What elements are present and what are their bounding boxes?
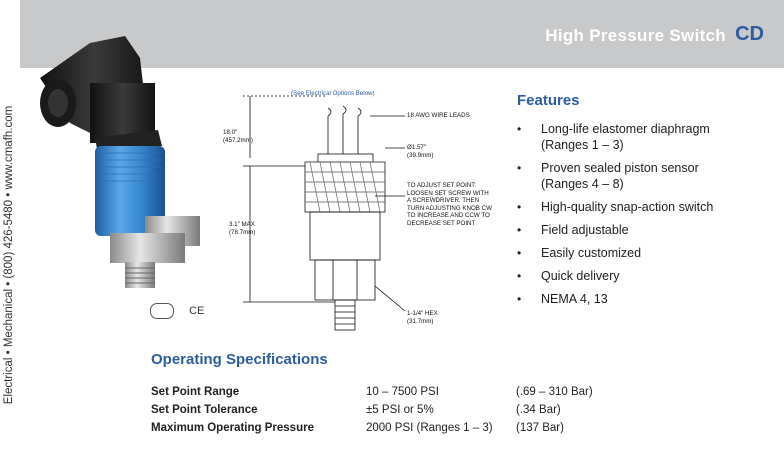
operating-specs-title: Operating Specifications <box>151 351 328 368</box>
header-banner: High Pressure Switch CD <box>20 0 784 68</box>
bullet-icon: • <box>517 200 522 214</box>
dim-diameter-mm: (39.9mm) <box>407 152 434 159</box>
bullet-icon: • <box>517 161 522 175</box>
list-item: •High-quality snap-action switch <box>517 200 714 214</box>
technical-drawing: (See Electrical Options Below) 18 AWG WI… <box>215 86 515 336</box>
see-options-note: (See Electrical Options Below) <box>291 90 375 97</box>
dim-top-mm: (457.2mm) <box>223 137 253 144</box>
list-item: •Field adjustable <box>517 223 629 237</box>
list-item: •NEMA 4, 13 <box>517 292 608 306</box>
sidebar-contact: Electrical • Mechanical • (800) 426-5480… <box>3 105 15 405</box>
bullet-icon: • <box>517 122 522 136</box>
bullet-icon: • <box>517 269 522 283</box>
ul-logo-icon <box>150 303 174 319</box>
table-row: Set Point Tolerance ±5 PSI or 5% (.34 Ba… <box>151 404 561 416</box>
hex-label: 1-1/4" HEX <box>407 310 438 317</box>
dim-max-mm: (78.7mm) <box>229 229 256 236</box>
certification-marks: CE <box>150 303 204 319</box>
product-image <box>40 36 200 288</box>
dim-max: 3.1" MAX <box>229 221 255 228</box>
table-row: Set Point Range 10 – 7500 PSI (.69 – 310… <box>151 386 593 398</box>
list-item: •Proven sealed piston sensor(Ranges 4 – … <box>517 161 699 191</box>
bullet-icon: • <box>517 223 522 237</box>
ce-mark: CE <box>189 305 205 317</box>
table-row: Maximum Operating Pressure 2000 PSI (Ran… <box>151 422 564 434</box>
list-item: •Long-life elastomer diaphragm(Ranges 1 … <box>517 122 710 152</box>
features-title: Features <box>517 92 580 109</box>
wire-leads-label: 18 AWG WIRE LEADS <box>407 112 470 119</box>
page-title: High Pressure Switch <box>545 26 726 45</box>
product-code: CD <box>735 23 764 45</box>
features-list: •Long-life elastomer diaphragm(Ranges 1 … <box>517 121 777 314</box>
list-item: •Easily customized <box>517 246 642 260</box>
operating-specs-table: Set Point Range 10 – 7500 PSI (.69 – 310… <box>151 383 771 437</box>
drawing-lines <box>243 95 406 331</box>
connector-icon <box>40 36 155 143</box>
bullet-icon: • <box>517 292 522 306</box>
hex-label-mm: (31.7mm) <box>407 318 434 325</box>
adjust-note: TO ADJUST SET POINT: LOOSEN SET SCREW WI… <box>407 182 492 227</box>
dim-diameter: Ø1.57" <box>407 144 427 151</box>
dim-top: 18.0" <box>223 129 238 136</box>
bullet-icon: • <box>517 246 522 260</box>
list-item: •Quick delivery <box>517 269 620 283</box>
